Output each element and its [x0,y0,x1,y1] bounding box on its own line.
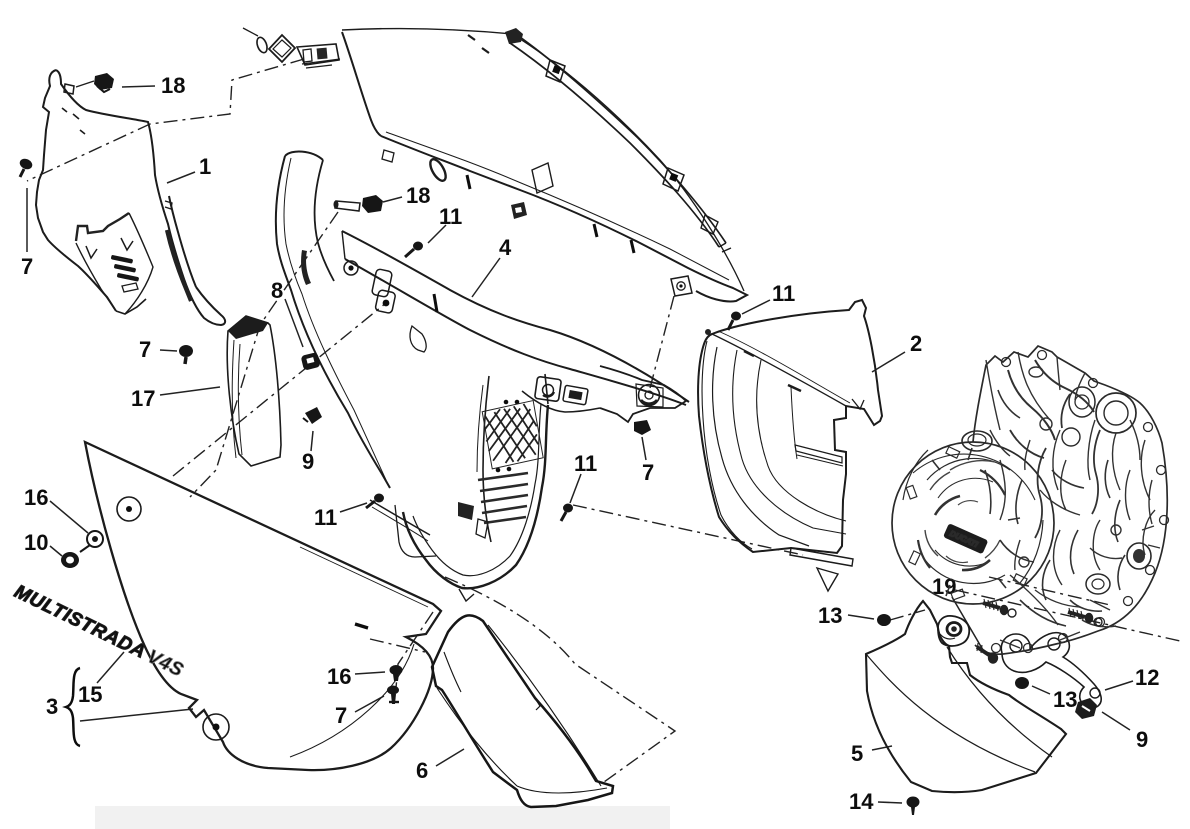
svg-text:11: 11 [574,451,597,476]
svg-text:7: 7 [21,254,33,279]
svg-text:14: 14 [849,789,874,814]
svg-text:10: 10 [24,530,48,555]
svg-text:12: 12 [1135,665,1159,690]
svg-text:6: 6 [416,758,428,783]
svg-text:16: 16 [327,664,351,689]
svg-text:18: 18 [406,183,430,208]
svg-text:8: 8 [271,278,283,303]
svg-text:1: 1 [199,154,211,179]
svg-text:13: 13 [1053,687,1077,712]
svg-text:11: 11 [439,204,462,229]
svg-text:9: 9 [1136,727,1148,752]
svg-text:7: 7 [642,460,654,485]
svg-text:13: 13 [818,603,842,628]
svg-text:3: 3 [46,694,58,719]
svg-text:18: 18 [161,73,185,98]
svg-text:16: 16 [24,485,48,510]
svg-text:17: 17 [131,386,155,411]
svg-text:9: 9 [302,449,314,474]
svg-text:7: 7 [335,703,347,728]
svg-text:11: 11 [772,281,795,306]
svg-text:2: 2 [910,331,922,356]
svg-text:7: 7 [139,337,151,362]
svg-text:4: 4 [499,235,512,260]
svg-text:11: 11 [314,505,337,530]
svg-text:5: 5 [851,741,863,766]
svg-text:15: 15 [78,682,102,707]
